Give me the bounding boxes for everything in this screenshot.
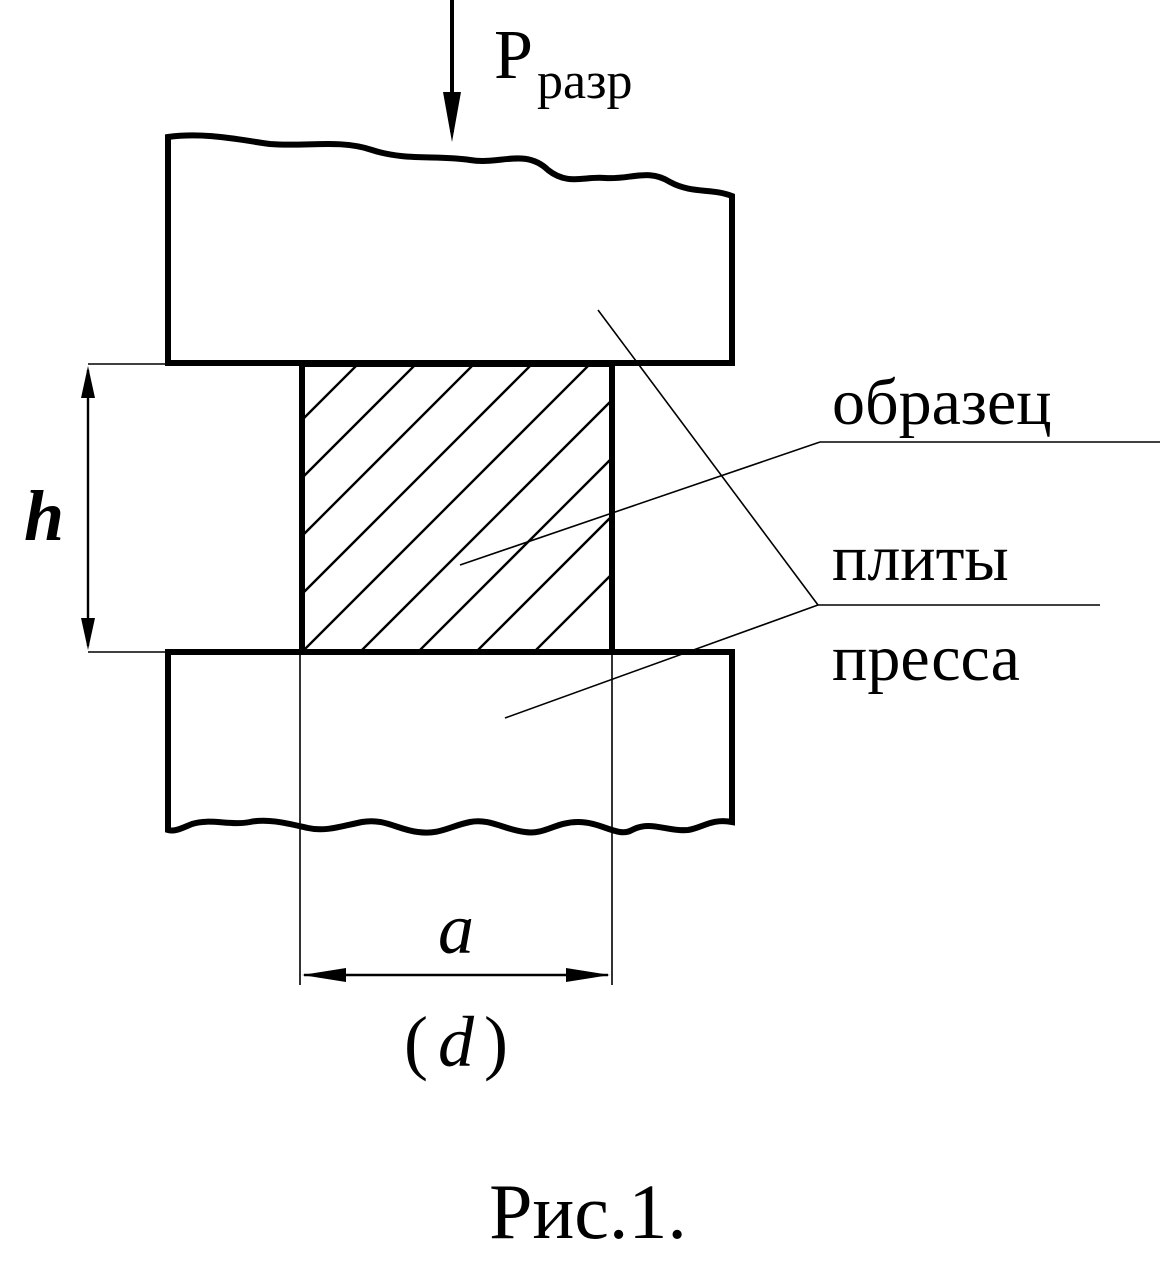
width-label: a (438, 889, 474, 969)
width-dimension (299, 652, 613, 985)
diameter-close-paren: ) (484, 1002, 508, 1082)
load-label: Pразр (494, 17, 633, 110)
specimen-label: образец (832, 366, 1052, 439)
diameter-symbol: d (438, 1002, 475, 1082)
diameter-open-paren: ( (404, 1002, 428, 1082)
load-arrow (443, 0, 461, 142)
load-subscript: разр (537, 53, 633, 110)
specimen-leader (459, 441, 1160, 566)
lower-press-plate (165, 649, 735, 836)
plates-label-line1: плиты (832, 522, 1009, 595)
load-symbol: P (494, 17, 533, 94)
upper-press-plate (165, 132, 735, 366)
plates-label-line2: пресса (832, 622, 1020, 695)
height-label: h (24, 476, 64, 556)
diameter-label: (d) (404, 1002, 508, 1082)
specimen (299, 361, 615, 655)
height-dimension (81, 363, 302, 653)
plates-leader (504, 309, 1100, 719)
figure-caption: Рис.1. (489, 1168, 687, 1255)
